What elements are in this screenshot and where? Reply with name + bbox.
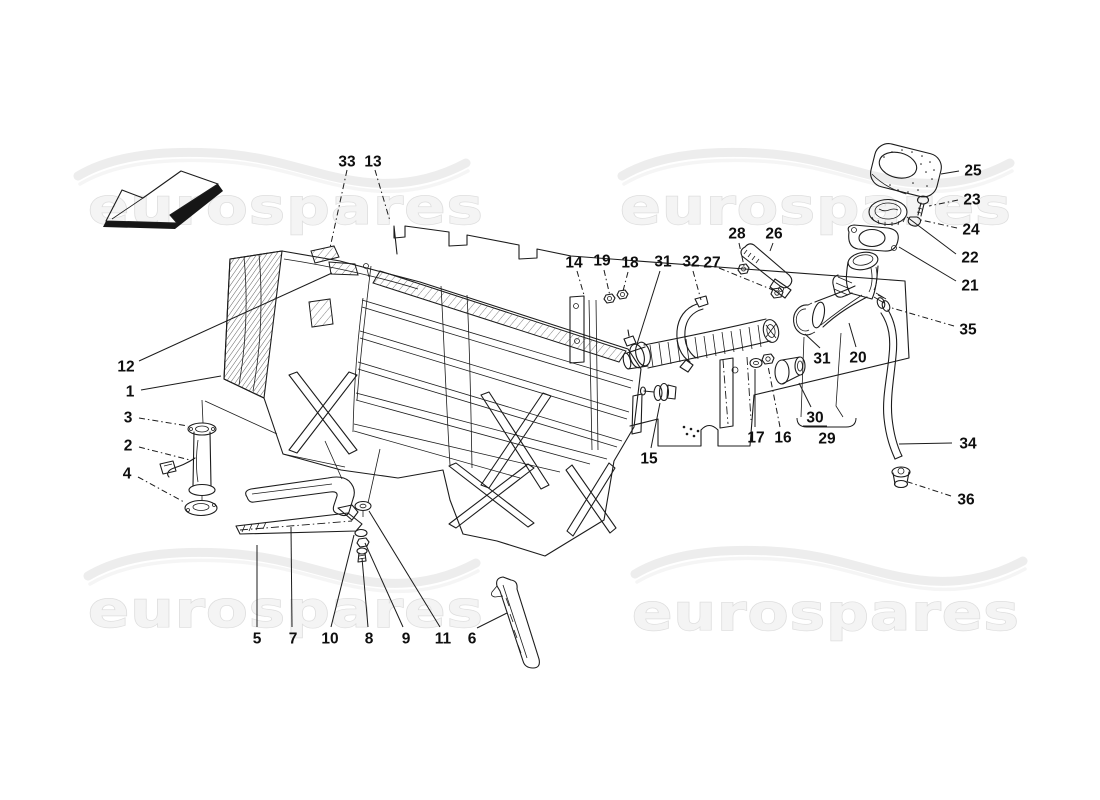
callout-34[interactable]: 34 <box>959 436 977 453</box>
callout-35[interactable]: 35 <box>959 322 977 339</box>
callout-26[interactable]: 26 <box>765 226 783 243</box>
leader-line-31b <box>804 333 821 349</box>
leader-line-31 <box>636 270 661 345</box>
leader-line-10 <box>330 534 355 628</box>
callout-18[interactable]: 18 <box>621 255 639 272</box>
fuel-pump-assembly <box>159 399 278 517</box>
leader-line-34 <box>898 442 953 445</box>
leader-line-28 <box>738 242 745 267</box>
watermark-top-right: eurospares <box>620 152 1012 237</box>
leader-line-22 <box>906 216 957 255</box>
leader-line-6 <box>476 612 508 629</box>
callout-3[interactable]: 3 <box>124 410 133 427</box>
callout-17[interactable]: 17 <box>747 430 764 447</box>
leader-line-32 <box>692 270 702 301</box>
vent-hose <box>873 292 911 489</box>
leader-line-2 <box>138 446 191 461</box>
callout-16[interactable]: 16 <box>774 430 792 447</box>
leader-line-8 <box>361 557 369 628</box>
leader-line-18 <box>622 271 629 292</box>
brace-29 <box>796 417 857 428</box>
callout-5[interactable]: 5 <box>253 631 262 648</box>
callout-10[interactable]: 10 <box>321 631 338 648</box>
watermark-text: eurospares <box>620 178 1012 236</box>
callout-32[interactable]: 32 <box>682 254 699 271</box>
filler-neck-assembly <box>603 143 942 425</box>
callout-13[interactable]: 13 <box>364 154 382 171</box>
callout-31b[interactable]: 31 <box>813 351 831 368</box>
callout-9[interactable]: 9 <box>402 631 411 648</box>
leader-line-23 <box>928 199 959 207</box>
leader-line-1 <box>140 375 222 391</box>
callout-25[interactable]: 25 <box>964 163 982 180</box>
leader-line-3 <box>138 417 189 427</box>
direction-arrow-icon <box>103 170 223 229</box>
callout-12[interactable]: 12 <box>117 359 134 376</box>
callout-4[interactable]: 4 <box>123 466 132 483</box>
callout-27[interactable]: 27 <box>703 255 720 272</box>
leader-line-7 <box>290 526 293 628</box>
leader-line-27 <box>718 267 774 291</box>
callout-30[interactable]: 30 <box>806 410 823 427</box>
callout-15[interactable]: 15 <box>640 451 658 468</box>
callout-33[interactable]: 33 <box>338 154 356 171</box>
callout-2[interactable]: 2 <box>124 438 133 455</box>
leader-line-11 <box>368 510 441 628</box>
leader-line-9 <box>364 542 404 628</box>
leader-line-15 <box>650 402 661 449</box>
watermark-bottom-right: eurospares <box>632 550 1025 643</box>
callout-7[interactable]: 7 <box>289 631 298 648</box>
watermark-text: eurospares <box>88 581 484 639</box>
callout-14[interactable]: 14 <box>565 255 583 272</box>
leader-line-16 <box>767 365 781 428</box>
leader-line-19 <box>603 269 611 297</box>
callout-11[interactable]: 11 <box>435 631 452 648</box>
callout-6[interactable]: 6 <box>468 631 477 648</box>
tank-straps <box>235 440 540 669</box>
leader-line-13 <box>374 169 391 222</box>
callout-28[interactable]: 28 <box>728 226 746 243</box>
leader-line-24 <box>920 219 958 229</box>
leader-line-4 <box>137 476 185 503</box>
callout-19[interactable]: 19 <box>593 253 611 270</box>
callout-1[interactable]: 1 <box>126 384 135 401</box>
leader-line-30 <box>798 382 812 408</box>
callout-8[interactable]: 8 <box>365 631 374 648</box>
leader-line-14 <box>576 270 585 296</box>
leader-line-25 <box>940 170 960 175</box>
gasket-stipple <box>883 149 935 193</box>
leader-line-12 <box>138 272 333 362</box>
callout-36[interactable]: 36 <box>957 492 975 509</box>
callout-29[interactable]: 29 <box>818 431 836 448</box>
leader-line-20 <box>848 322 857 348</box>
callout-23[interactable]: 23 <box>963 192 981 209</box>
callout-22[interactable]: 22 <box>961 250 978 267</box>
leader-line-21 <box>898 246 957 282</box>
callout-24[interactable]: 24 <box>962 222 980 239</box>
callout-20[interactable]: 20 <box>849 350 866 367</box>
leader-line-36 <box>907 481 952 497</box>
watermark-text: eurospares <box>632 584 1020 642</box>
fuel-tank-drawing <box>223 245 643 557</box>
leader-line-26 <box>769 242 774 252</box>
callout-21[interactable]: 21 <box>961 278 979 295</box>
callout-31[interactable]: 31 <box>654 254 672 271</box>
leader-line-35 <box>891 307 955 327</box>
watermark-bottom-left: eurospares <box>88 552 484 640</box>
